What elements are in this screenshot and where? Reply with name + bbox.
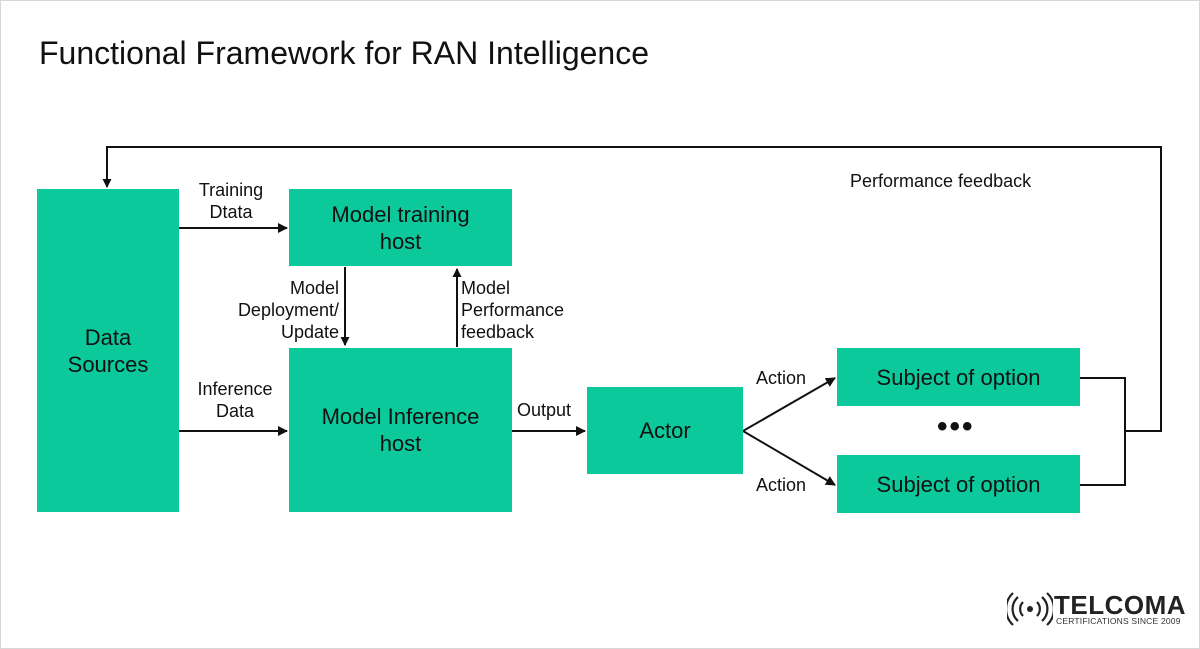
- page-title: Functional Framework for RAN Intelligenc…: [39, 35, 650, 71]
- node-data-sources-label: Data Sources: [67, 324, 149, 377]
- node-subject-of-option-2: Subject of option: [837, 455, 1080, 513]
- label-training-data: Training Dtata: [198, 180, 264, 222]
- node-data-sources: Data Sources: [37, 189, 179, 512]
- node-subject-1-label: Subject of option: [876, 364, 1041, 390]
- logo-wordmark: TELCOMA: [1054, 590, 1187, 620]
- node-actor-label: Actor: [639, 418, 691, 443]
- edge-action-2: [742, 430, 836, 486]
- node-model-training-host: Model training host: [289, 189, 512, 266]
- node-subject-of-option-1: Subject of option: [837, 348, 1080, 406]
- label-action-2: Action: [756, 475, 807, 495]
- ellipsis-more-subjects: •••: [937, 410, 975, 443]
- label-model-performance-feedback: Model Performance feedback: [461, 278, 565, 342]
- label-performance-feedback: Performance feedback: [850, 171, 1032, 191]
- edge-action-1: [742, 377, 836, 432]
- node-model-inference-host: Model Inference host: [289, 348, 512, 512]
- node-model-training-host-label: Model training host: [331, 201, 470, 254]
- label-inference-data: Inference Data: [197, 379, 273, 421]
- node-actor: Actor: [587, 387, 743, 474]
- node-model-inference-host-label: Model Inference host: [321, 404, 480, 456]
- logo-tagline: CERTIFICATIONS SINCE 2009: [1056, 616, 1181, 626]
- label-action-1: Action: [756, 368, 807, 388]
- node-subject-2-label: Subject of option: [876, 471, 1041, 497]
- telcoma-logo: TELCOMA CERTIFICATIONS SINCE 2009: [1007, 592, 1187, 632]
- label-model-deployment: Model Deployment/ Update: [237, 278, 339, 342]
- broadcast-waves-icon: [1007, 592, 1053, 626]
- label-output: Output: [517, 400, 572, 420]
- edge-performance-feedback: [102, 146, 1162, 432]
- edge-subject-bracket: [1080, 377, 1126, 486]
